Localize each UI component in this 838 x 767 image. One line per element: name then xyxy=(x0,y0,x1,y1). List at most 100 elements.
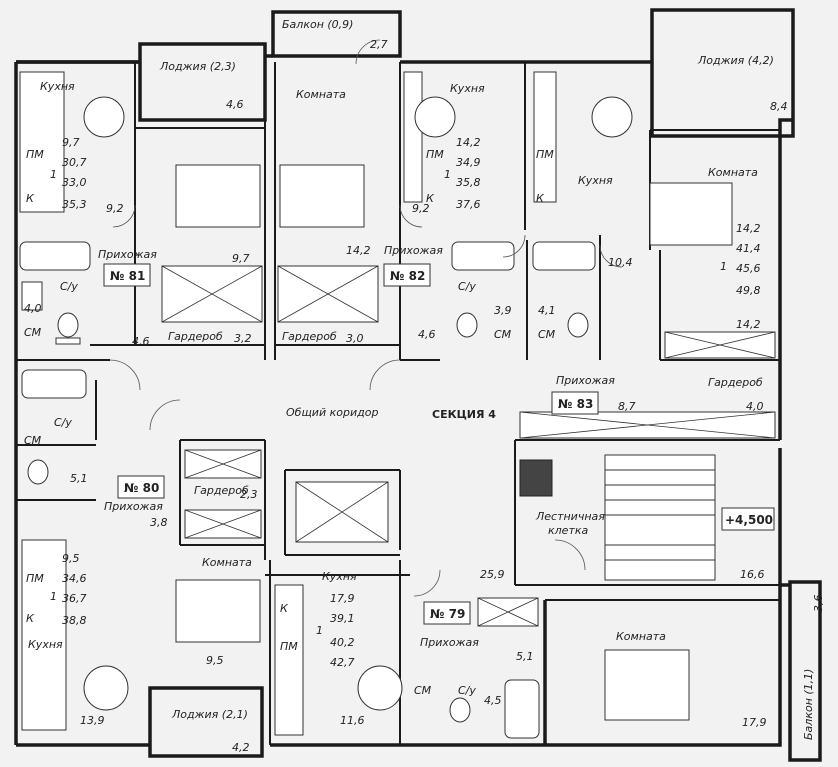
a81-bath-label: С/у xyxy=(60,280,78,293)
a81-stat-4: 35,3 xyxy=(62,198,87,211)
a83-number-box xyxy=(551,391,599,415)
a79-sm: СМ xyxy=(414,684,432,697)
a81-stat-1: 9,7 xyxy=(62,136,80,149)
a82-wardrobe-area: 3,0 xyxy=(346,332,364,345)
a82-wardrobe-label: Гардероб xyxy=(282,330,337,343)
a79-stat-4: 42,7 xyxy=(330,656,355,669)
loggia-81-label: Лоджия (2,3) xyxy=(159,60,236,73)
loggia-81-area: 4,6 xyxy=(226,98,244,111)
a79-number-box xyxy=(423,601,471,625)
a81-one: 1 xyxy=(50,168,57,181)
a83-kitchen-area: 10,4 xyxy=(608,256,633,269)
corridor-label: Общий коридор xyxy=(286,406,378,419)
a79-stat-3: 40,2 xyxy=(330,636,355,649)
a81-k: К xyxy=(26,192,35,205)
loggia-80-label: Лоджия (2,1) xyxy=(171,708,248,721)
stair-label-2: клетка xyxy=(548,524,588,537)
a83-stat-1: 14,2 xyxy=(736,222,761,235)
door-swings xyxy=(109,39,623,597)
a83-kitchen-label: Кухня xyxy=(578,174,613,187)
corridor-area: 25,9 xyxy=(480,568,505,581)
a80-one: 1 xyxy=(50,590,57,603)
dining-tables xyxy=(83,96,633,711)
a83-hall-area: 8,7 xyxy=(618,400,636,413)
a82-kitchen-area: 9,2 xyxy=(412,202,430,215)
balcony-right-area: 3,6 xyxy=(812,595,825,613)
fixtures xyxy=(19,71,596,739)
a83-stat-4: 49,8 xyxy=(736,284,761,297)
a81-stat-2: 30,7 xyxy=(62,156,87,169)
a79-number: № 79 xyxy=(430,607,465,621)
a80-stat-4: 38,8 xyxy=(62,614,87,627)
a83-stat-3: 45,6 xyxy=(736,262,761,275)
a80-stat-2: 34,6 xyxy=(62,572,87,585)
balcony-right-label: Балкон (1,1) xyxy=(802,669,815,740)
a81-kitchen-label: Кухня xyxy=(40,80,75,93)
balcony-top-label: Балкон (0,9) xyxy=(282,18,353,31)
a80-k: К xyxy=(26,612,35,625)
a83-sm: СМ xyxy=(538,328,556,341)
a79-stat-1: 17,9 xyxy=(330,592,355,605)
a81-hall-label: Прихожая xyxy=(98,248,157,261)
a81-number-box xyxy=(103,263,151,287)
loggia-80-area: 4,2 xyxy=(232,741,250,754)
a81-number: № 81 xyxy=(110,269,145,283)
a81-pm: ПМ xyxy=(26,148,44,161)
a83-bath-area: 4,1 xyxy=(538,304,556,317)
middle-walls xyxy=(16,359,780,745)
a79-one: 1 xyxy=(316,624,323,637)
a80-hall-area: 3,8 xyxy=(150,516,168,529)
a81-wardrobe-area: 3,2 xyxy=(234,332,252,345)
a82-kitchen-label: Кухня xyxy=(450,82,485,95)
a82-hall-label: Прихожая xyxy=(384,244,443,257)
a83-wardrobe-area: 4,0 xyxy=(746,400,764,413)
a79-stat-2: 39,1 xyxy=(330,612,355,625)
a80-stat-1: 9,5 xyxy=(62,552,80,565)
a80-wardrobe-label: Гардероб xyxy=(194,484,249,497)
a83-stat-2: 41,4 xyxy=(736,242,761,255)
a82-bath-label: С/у xyxy=(458,280,476,293)
a82-room-area: 14,2 xyxy=(346,244,371,257)
a82-bath-area: 3,9 xyxy=(494,304,512,317)
a82-k: К xyxy=(426,192,435,205)
stairs xyxy=(519,454,716,581)
a80-room-label: Комната xyxy=(202,556,252,569)
a79-kitchen-area: 11,6 xyxy=(340,714,365,727)
a79-bath-label: С/у xyxy=(458,684,476,697)
a83-room-area: 14,2 xyxy=(736,318,761,331)
balcony-top xyxy=(271,10,402,58)
wardrobe-units xyxy=(161,265,776,627)
a80-room-area: 9,5 xyxy=(206,654,224,667)
a81-wardrobe-label: Гардероб xyxy=(168,330,223,343)
a82-stat-2: 34,9 xyxy=(456,156,481,169)
a80-stat-3: 36,7 xyxy=(62,592,87,605)
a80-bath-label: С/у xyxy=(54,416,72,429)
a80-number: № 80 xyxy=(124,481,159,495)
balcony-top-area: 2,7 xyxy=(370,38,388,51)
a81-sm: СМ xyxy=(24,326,42,339)
a81-room-area: 9,7 xyxy=(232,252,250,265)
section-label: СЕКЦИЯ 4 xyxy=(432,408,496,421)
a80-kitchen-area: 13,9 xyxy=(80,714,105,727)
a83-pm: ПМ xyxy=(536,148,554,161)
a81-hall-area: 4,6 xyxy=(132,335,150,348)
a82-room-label: Комната xyxy=(296,88,346,101)
a83-k: К xyxy=(536,192,545,205)
loggia-83 xyxy=(650,8,795,138)
a79-bath-area: 4,5 xyxy=(484,694,502,707)
a81-kitchen-area: 9,2 xyxy=(106,202,124,215)
a82-sm: СМ xyxy=(494,328,512,341)
a83-number: № 83 xyxy=(558,397,593,411)
a79-kitchen-label: Кухня xyxy=(322,570,357,583)
a82-pm: ПМ xyxy=(426,148,444,161)
a80-hall-label: Прихожая xyxy=(104,500,163,513)
a82-one: 1 xyxy=(444,168,451,181)
beds xyxy=(175,164,733,721)
a80-number-box xyxy=(117,475,165,499)
a79-hall-label: Прихожая xyxy=(420,636,479,649)
loggia-81 xyxy=(138,42,267,122)
a79-hall-area: 5,1 xyxy=(516,650,534,663)
a83-room-label: Комната xyxy=(708,166,758,179)
a79-room-area: 17,9 xyxy=(742,716,767,729)
